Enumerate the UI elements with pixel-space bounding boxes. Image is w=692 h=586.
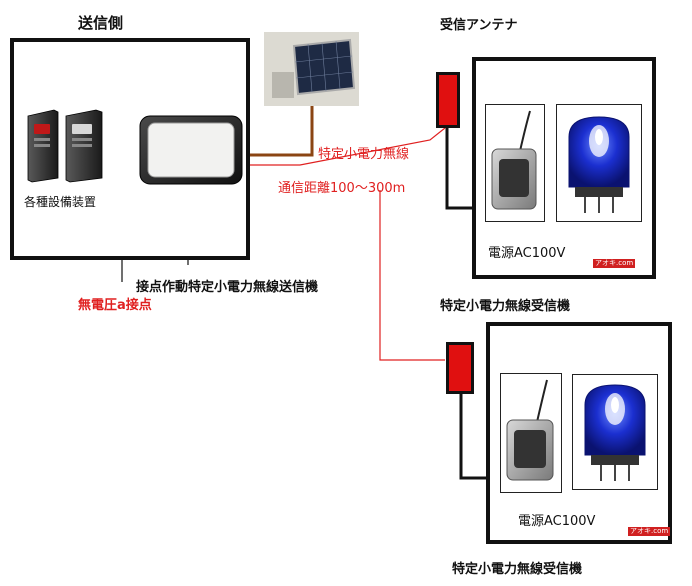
receiver-unit-bottom	[500, 373, 562, 493]
transmitter-label: 接点作動特定小電力無線送信機	[136, 276, 318, 295]
receiver-unit-top	[485, 104, 545, 222]
antenna-label: 受信アンテナ	[440, 14, 517, 33]
watermark-bottom: アオキ.com	[628, 527, 670, 536]
receiver-unit-icon	[486, 105, 544, 221]
antenna-block-icon	[446, 342, 474, 394]
equipment-group	[24, 108, 110, 184]
antenna-block-icon	[436, 72, 460, 128]
solar-panel-cable	[248, 105, 312, 155]
watermark-top: アオキ.com	[593, 259, 635, 268]
receiver-label-top: 特定小電力無線受信機	[440, 295, 570, 314]
beacon-frame-top	[556, 104, 642, 222]
rotating-beacon-icon	[573, 375, 657, 489]
power-label-bottom: 電源AC100V	[518, 510, 595, 529]
equipment-label: 各種設備装置	[24, 193, 96, 210]
beacon-frame-bottom	[572, 374, 658, 490]
receiver-unit-icon	[501, 374, 561, 492]
solar-panel-icon	[264, 32, 359, 106]
receiver-label-bottom: 特定小電力無線受信機	[452, 558, 582, 577]
solar-panel	[264, 32, 359, 106]
radio-type-label: 特定小電力無線	[318, 143, 409, 162]
radio-link-to-bottom	[380, 190, 445, 360]
rotating-beacon-icon	[557, 105, 641, 221]
transmitter-panel-icon	[138, 114, 244, 186]
power-label-top: 電源AC100V	[488, 242, 565, 261]
sender-side-title: 送信側	[78, 12, 123, 33]
dry-contact-label: 無電圧a接点	[78, 294, 152, 313]
transmitter-unit	[138, 114, 244, 186]
range-label: 通信距離100～300m	[278, 177, 405, 196]
control-unit-icon	[24, 108, 110, 184]
